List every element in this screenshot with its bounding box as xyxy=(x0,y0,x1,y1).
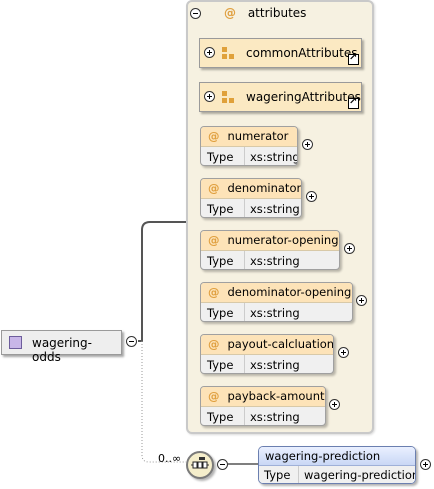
expand-toggle[interactable] xyxy=(338,347,349,358)
root-element-wagering-odds[interactable]: wagering-odds xyxy=(1,330,122,364)
link-icon[interactable] xyxy=(348,52,359,65)
attribute-icon: @ xyxy=(208,181,220,195)
type-label: Type xyxy=(201,303,245,321)
attribute-numerator[interactable]: @ numerator Type xs:string xyxy=(200,126,298,166)
type-label: Type xyxy=(201,199,245,217)
expand-toggle[interactable] xyxy=(204,91,215,102)
occurrence-label: 0..∞ xyxy=(158,452,182,465)
expand-toggle[interactable] xyxy=(302,139,313,150)
attribute-icon: @ xyxy=(208,233,220,247)
group-label: commonAttributes xyxy=(246,46,358,60)
type-label: Type xyxy=(201,251,245,269)
attribute-denominator-opening[interactable]: @ denominator-opening Type xs:string xyxy=(200,282,353,322)
expand-toggle[interactable] xyxy=(344,243,355,254)
type-value: wagering-prediction xyxy=(304,468,416,482)
attributes-title: @ attributes xyxy=(224,6,306,20)
attribute-icon: @ xyxy=(208,337,220,351)
type-value: xs:string xyxy=(250,410,300,424)
attribute-name: payback-amount xyxy=(227,389,325,403)
type-value: xs:string xyxy=(250,358,300,372)
group-label: wageringAttributes xyxy=(246,90,361,104)
type-label: Type xyxy=(259,466,299,483)
type-label: Type xyxy=(201,147,245,165)
attribute-icon: @ xyxy=(208,389,220,403)
attributes-collapse-toggle[interactable] xyxy=(190,8,201,19)
sequence-icon xyxy=(191,457,209,469)
type-label: Type xyxy=(201,407,245,425)
attribute-group-icon xyxy=(222,47,236,60)
attribute-group-common[interactable]: commonAttributes xyxy=(199,38,362,68)
attribute-group-icon xyxy=(222,91,236,104)
root-element-label: wagering-odds xyxy=(32,336,92,364)
attributes-title-label: attributes xyxy=(247,6,307,20)
root-collapse-toggle[interactable] xyxy=(126,336,137,347)
child-element-name: wagering-prediction xyxy=(259,447,415,466)
link-icon[interactable] xyxy=(348,96,359,109)
expand-toggle[interactable] xyxy=(420,459,431,470)
attribute-icon: @ xyxy=(224,6,236,20)
attribute-name: denominator-opening xyxy=(227,285,352,299)
attribute-icon: @ xyxy=(208,129,220,143)
attribute-name: numerator-opening xyxy=(227,233,339,247)
attribute-name: denominator xyxy=(227,181,302,195)
type-value: xs:string xyxy=(250,306,300,320)
type-value: xs:string xyxy=(250,150,298,164)
element-icon xyxy=(9,336,22,349)
attribute-numerator-opening[interactable]: @ numerator-opening Type xs:string xyxy=(200,230,340,270)
attribute-denominator[interactable]: @ denominator Type xs:string xyxy=(200,178,302,218)
expand-toggle[interactable] xyxy=(204,47,215,58)
type-value: xs:string xyxy=(250,202,300,216)
attribute-name: numerator xyxy=(227,129,289,143)
attribute-payout-calcluation[interactable]: @ payout-calcluation Type xs:string xyxy=(200,334,334,374)
type-label: Type xyxy=(201,355,245,373)
sequence-collapse-toggle[interactable] xyxy=(217,459,228,470)
type-value: xs:string xyxy=(250,254,300,268)
attribute-name: payout-calcluation xyxy=(227,337,334,351)
attribute-icon: @ xyxy=(208,285,220,299)
attribute-group-wagering[interactable]: wageringAttributes xyxy=(199,82,362,112)
sequence-compositor[interactable] xyxy=(186,451,214,479)
expand-toggle[interactable] xyxy=(306,191,317,202)
attribute-payback-amount[interactable]: @ payback-amount Type xs:string xyxy=(200,386,326,426)
expand-toggle[interactable] xyxy=(356,295,367,306)
expand-toggle[interactable] xyxy=(329,399,340,410)
